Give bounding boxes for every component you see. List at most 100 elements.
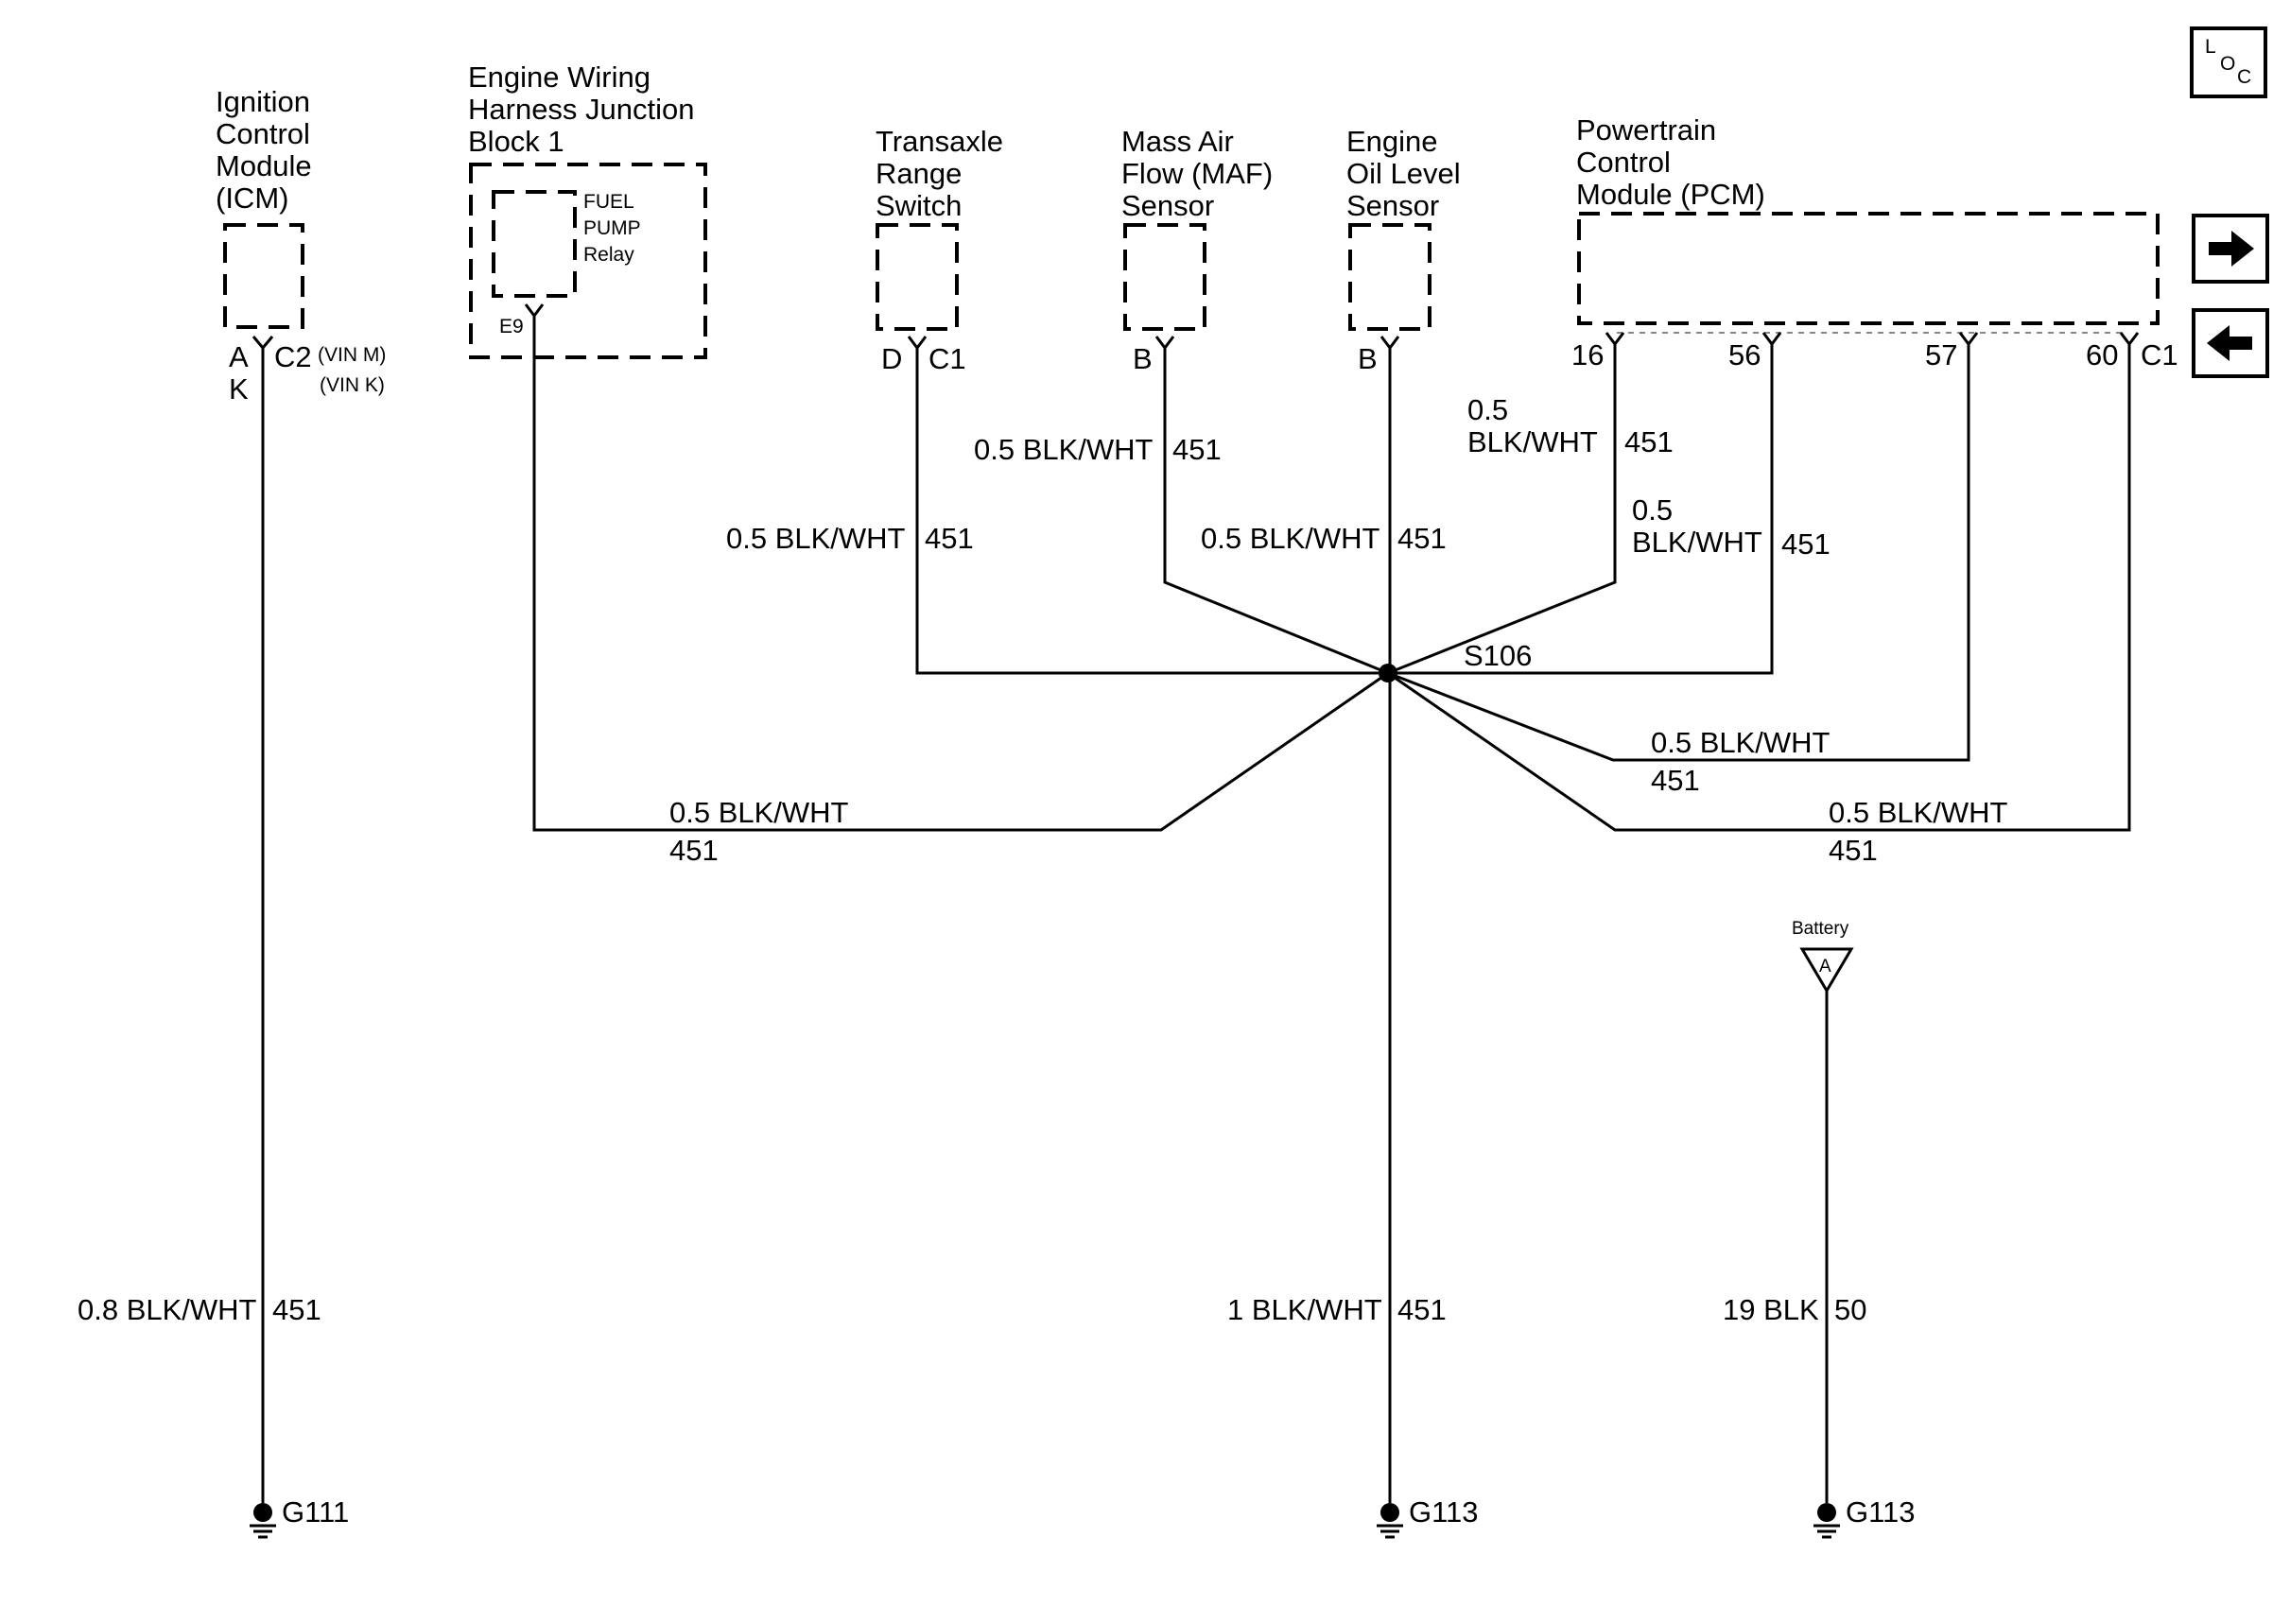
- arrow-right-icon: [2209, 231, 2254, 267]
- maf-wire-circuit: 451: [1172, 433, 1222, 466]
- pcm57-pin-fork: [1958, 332, 1979, 347]
- icm-pin-a: A: [229, 340, 249, 373]
- svg-text:Module (PCM): Module (PCM): [1576, 178, 1765, 211]
- maf-wire-color: 0.5 BLK/WHT: [974, 433, 1154, 466]
- svg-text:Flow (MAF): Flow (MAF): [1121, 157, 1273, 190]
- maf-wire: [1163, 348, 1389, 675]
- svg-text:Transaxle: Transaxle: [876, 125, 1003, 158]
- icm-ground-wire-color: 0.8 BLK/WHT: [78, 1293, 257, 1326]
- svg-text:Relay: Relay: [583, 244, 634, 266]
- relay-pin: E9: [499, 316, 524, 337]
- icm-connector: C2: [274, 340, 312, 373]
- pcm-label: Powertrain Control Module (PCM): [1576, 113, 1765, 211]
- oil-sensor-label: Engine Oil Level Sensor: [1346, 125, 1461, 222]
- fuel-pump-relay-box: [492, 190, 577, 298]
- svg-text:Mass Air: Mass Air: [1121, 125, 1234, 158]
- icm-label: Ignition Control Module (ICM): [216, 85, 312, 215]
- relay-pin-fork: [524, 303, 545, 319]
- svg-text:Switch: Switch: [876, 189, 962, 222]
- svg-text:Harness Junction: Harness Junction: [468, 93, 695, 126]
- trs-wire: [915, 348, 1388, 675]
- arrow-left-icon: [2207, 325, 2252, 361]
- trs-box: [876, 223, 959, 331]
- relay-wire-color: 0.5 BLK/WHT: [669, 796, 849, 829]
- trs-pin: D: [881, 342, 902, 375]
- maf-pin: B: [1133, 342, 1153, 375]
- ground-icon: [1813, 1503, 1840, 1539]
- pcm16-wire: [1387, 344, 1617, 675]
- pcm56-wire-circuit: 451: [1781, 527, 1831, 561]
- pcm16-wire-color: BLK/WHT: [1467, 425, 1598, 458]
- pcm16-wire-gauge: 0.5: [1467, 393, 1508, 426]
- loc-button[interactable]: L O C: [2190, 26, 2267, 98]
- svg-text:Module: Module: [216, 149, 312, 182]
- pcm16-wire-circuit: 451: [1624, 425, 1674, 458]
- ground-g111: G111: [282, 1495, 349, 1529]
- pcm56-wire-color: BLK/WHT: [1632, 526, 1762, 559]
- svg-text:Control: Control: [216, 117, 310, 150]
- battery-ground-wire-circuit: 50: [1834, 1293, 1866, 1326]
- svg-text:Block 1: Block 1: [468, 125, 564, 158]
- pcm-connector: C1: [2141, 338, 2178, 371]
- svg-text:Sensor: Sensor: [1121, 189, 1214, 222]
- next-page-button[interactable]: [2192, 214, 2269, 284]
- oil-pin-fork: [1379, 336, 1400, 351]
- icm-box: [223, 223, 304, 329]
- svg-text:Engine Wiring: Engine Wiring: [468, 60, 651, 94]
- svg-text:FUEL: FUEL: [583, 191, 634, 213]
- prev-page-button[interactable]: [2192, 308, 2269, 378]
- pcm-pin-60: 60: [2086, 338, 2118, 371]
- svg-text:Oil Level: Oil Level: [1346, 157, 1461, 190]
- ground-icon: [1377, 1503, 1403, 1539]
- ground-g113-battery: G113: [1846, 1495, 1916, 1529]
- svg-text:Sensor: Sensor: [1346, 189, 1439, 222]
- pcm57-wire-color: 0.5 BLK/WHT: [1651, 726, 1831, 759]
- relay-wire: [532, 316, 1389, 832]
- svg-text:L: L: [2205, 36, 2216, 58]
- pcm16-pin-fork: [1605, 332, 1625, 347]
- pcm56-wire: [1388, 344, 1774, 675]
- oil-wire-color: 0.5 BLK/WHT: [1201, 522, 1380, 555]
- vin-k-note: (VIN K): [320, 374, 385, 396]
- pcm-pin-56: 56: [1728, 338, 1761, 371]
- trs-connector: C1: [928, 342, 966, 375]
- icm-pin-k: K: [229, 372, 249, 406]
- main-ground-wire-color: 1 BLK/WHT: [1227, 1293, 1382, 1326]
- trs-wire-circuit: 451: [925, 522, 974, 555]
- svg-text:(ICM): (ICM): [216, 181, 288, 215]
- trs-label: Transaxle Range Switch: [876, 125, 1003, 222]
- main-ground-wire-circuit: 451: [1397, 1293, 1447, 1326]
- battery-connector-triangle: [1799, 947, 1854, 993]
- maf-pin-fork: [1154, 336, 1175, 351]
- ground-g113-main: G113: [1409, 1495, 1479, 1529]
- splice-label: S106: [1464, 639, 1532, 672]
- svg-text:Ignition: Ignition: [216, 85, 310, 118]
- icm-ground-wire-circuit: 451: [272, 1293, 321, 1326]
- pcm57-wire-circuit: 451: [1651, 764, 1700, 797]
- svg-text:Range: Range: [876, 157, 962, 190]
- maf-box: [1123, 223, 1206, 331]
- fuel-pump-relay-label: FUEL PUMP Relay: [583, 191, 641, 266]
- pcm56-wire-gauge: 0.5: [1632, 493, 1673, 527]
- junction-block-box: [469, 163, 707, 359]
- pcm57-wire: [1387, 344, 1970, 762]
- battery-label: Battery: [1792, 919, 1849, 939]
- svg-text:C: C: [2237, 66, 2251, 88]
- pcm-box: [1577, 212, 2160, 325]
- pcm-pin-16: 16: [1571, 338, 1604, 371]
- ground-icon: [250, 1503, 276, 1539]
- battery-ground-wire-color: 19 BLK: [1723, 1293, 1819, 1326]
- icm-pin-fork: [252, 336, 274, 351]
- relay-wire-circuit: 451: [669, 834, 719, 867]
- oil-sensor-box: [1348, 223, 1431, 331]
- trs-pin-fork: [907, 336, 928, 351]
- pcm60-wire-color: 0.5 BLK/WHT: [1829, 796, 2008, 829]
- maf-label: Mass Air Flow (MAF) Sensor: [1121, 125, 1273, 222]
- svg-text:Control: Control: [1576, 146, 1671, 179]
- splice-s106-dot: [1379, 664, 1397, 682]
- oil-wire-circuit: 451: [1397, 522, 1447, 555]
- vin-m-note: (VIN M): [318, 344, 386, 366]
- pcm60-wire: [1387, 344, 2131, 832]
- pcm60-pin-fork: [2119, 332, 2140, 347]
